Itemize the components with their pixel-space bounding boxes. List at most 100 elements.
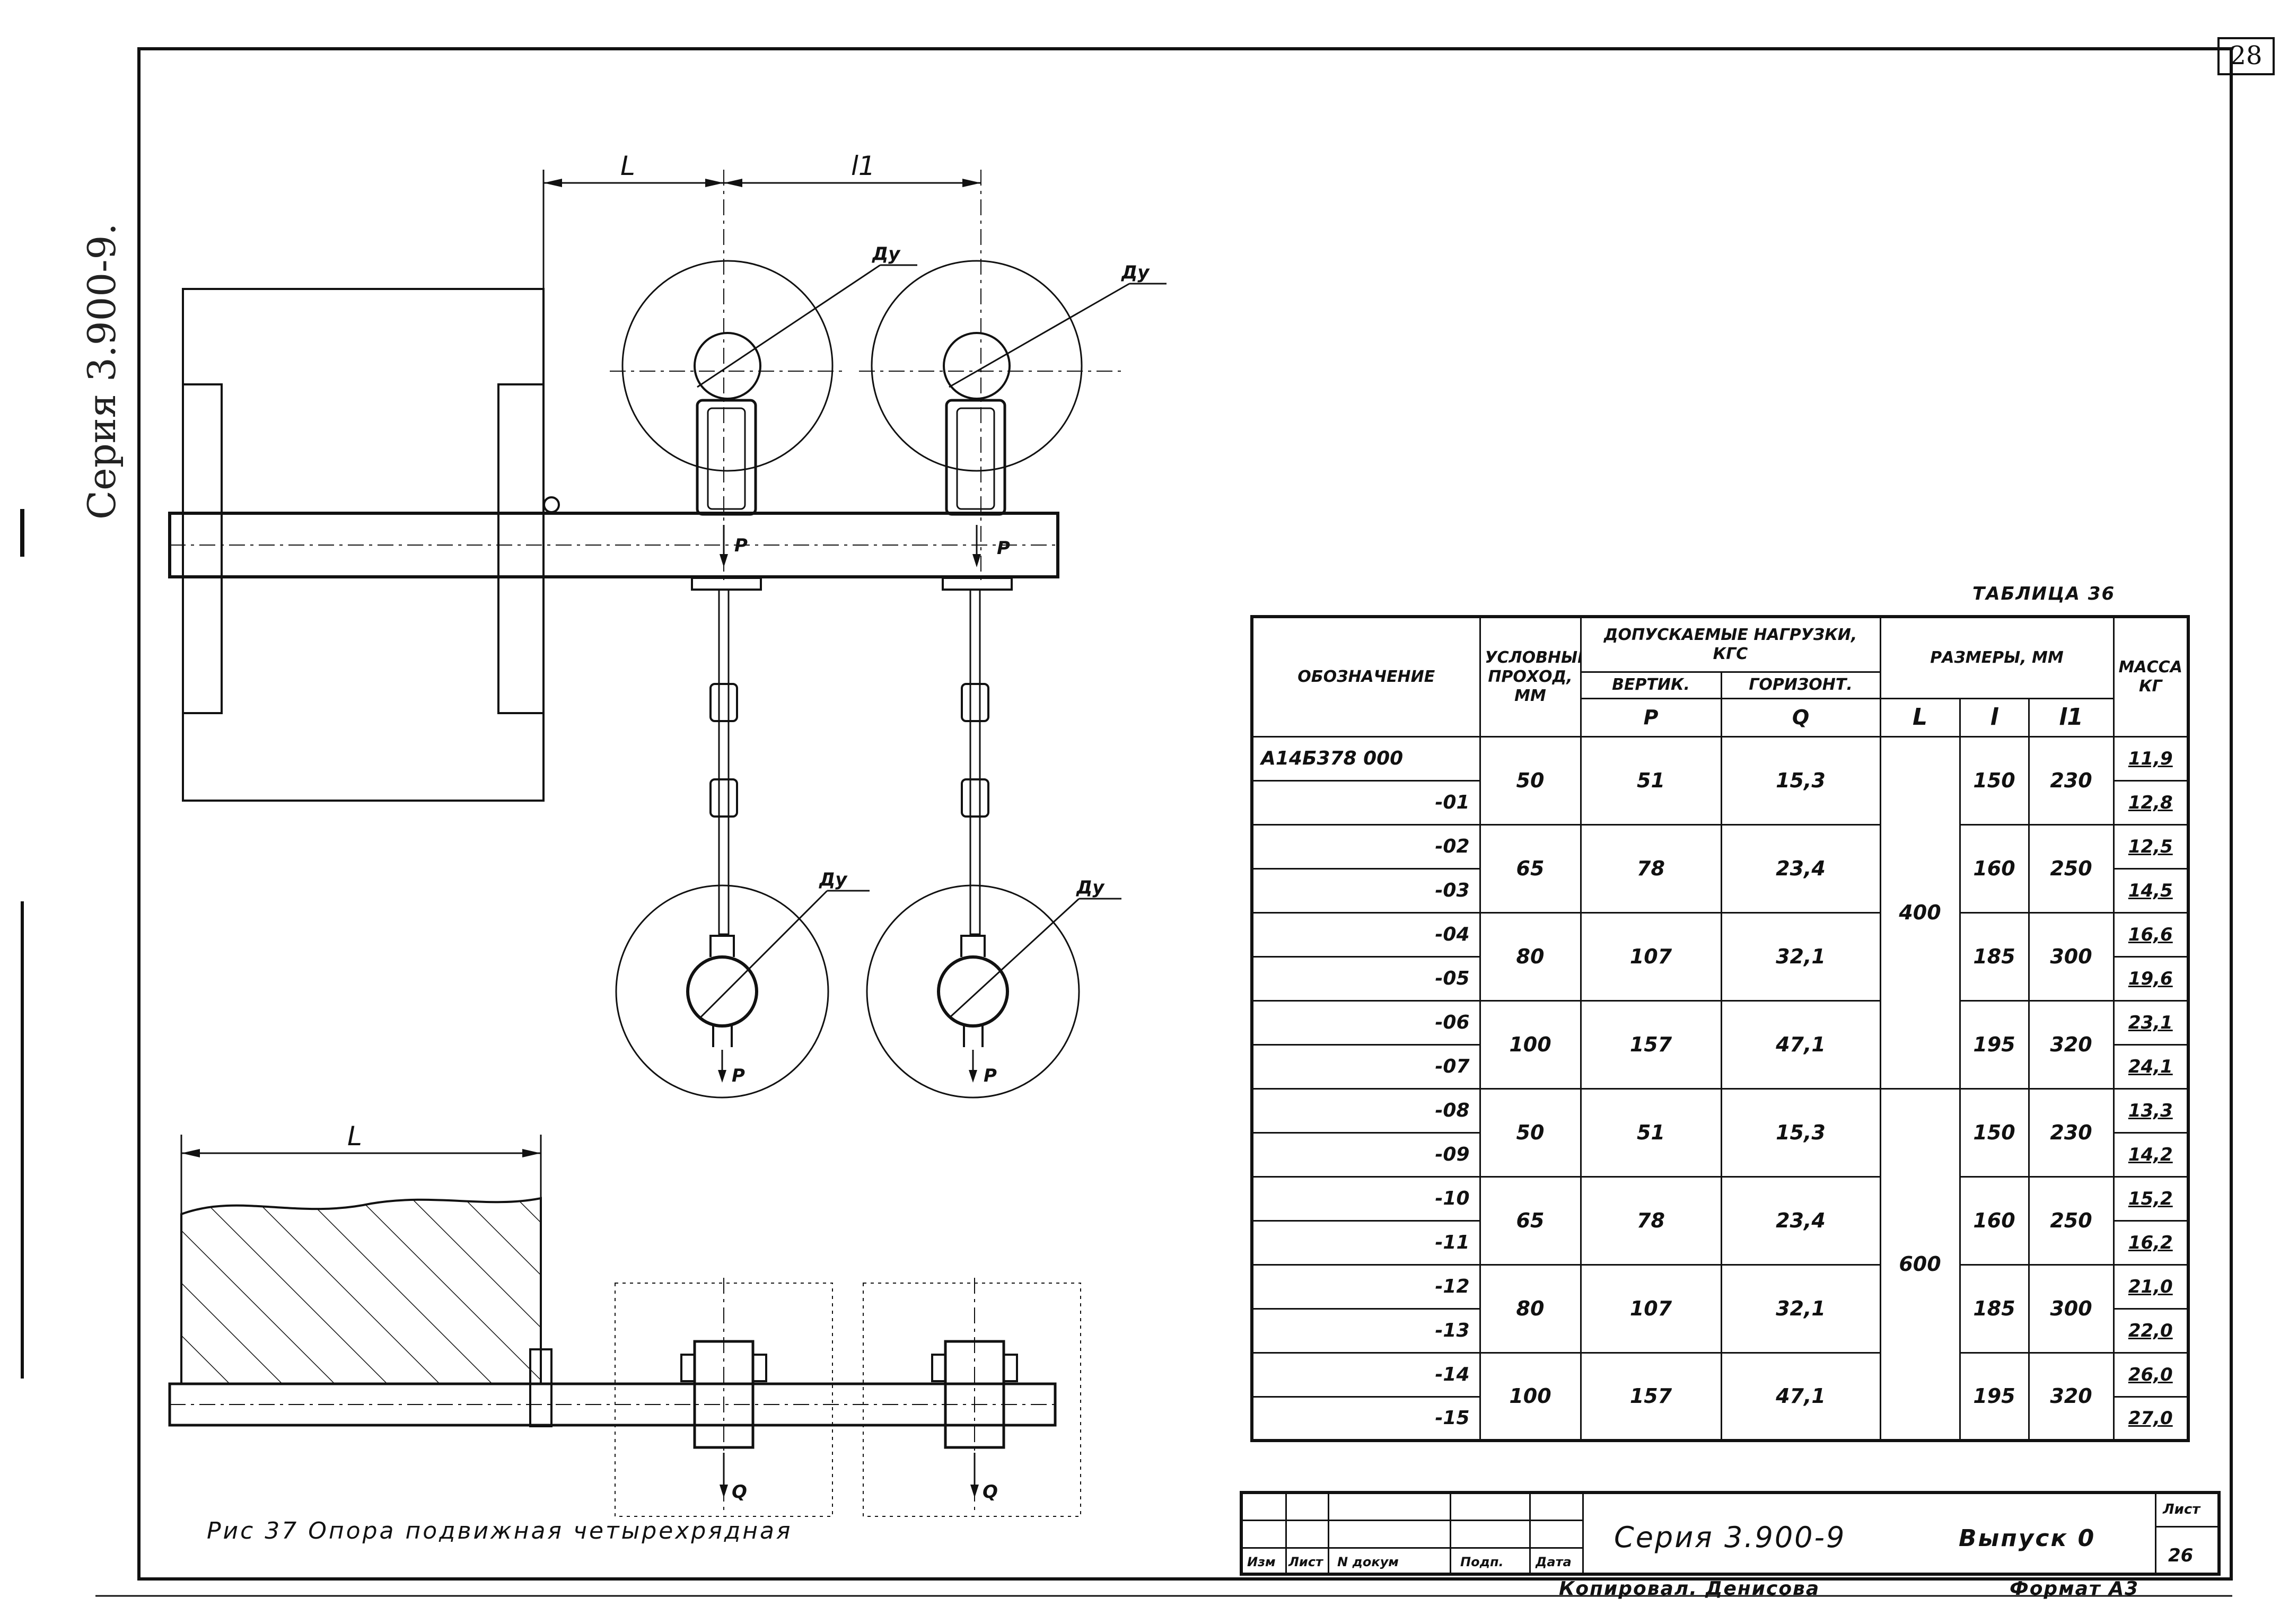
cell-designation: -09 (1251, 1131, 1481, 1178)
cell-mass: 12,5 (2112, 823, 2189, 870)
cell-mass: 24,1 (2112, 1043, 2189, 1090)
leader-Dy (949, 283, 1130, 388)
cell-load-vertical: 107 (1580, 1263, 1722, 1354)
arrowhead (718, 1070, 726, 1083)
header-l1: l1 (2028, 697, 2115, 738)
dim-label-L: L (620, 151, 635, 181)
title-block-col-label: Изм (1247, 1555, 1276, 1569)
hanger-link (961, 778, 989, 818)
cell-nominal-bore: 65 (1479, 1175, 1582, 1266)
hanger-link (709, 778, 738, 818)
spec-table: ОБОЗНАЧЕНИЕ УСЛОВНЫЙ ПРОХОД, ММ ДОПУСКАЕ… (1250, 615, 2190, 1442)
title-block-col-label: Лист (1288, 1555, 1323, 1569)
cell-dim-L: 400 (1879, 735, 1961, 1090)
title-block-sheet-label: Лист (2163, 1502, 2200, 1517)
cell-load-horizontal: 23,4 (1720, 1175, 1881, 1266)
dim-label-l1: l1 (851, 151, 875, 181)
cell-designation: -01 (1251, 779, 1481, 826)
dim-arrow (522, 1149, 541, 1157)
label-Dy: Ду (1076, 877, 1105, 898)
cell-load-vertical: 107 (1580, 911, 1722, 1002)
cell-designation: -14 (1251, 1351, 1481, 1398)
cell-dim-l1: 300 (2028, 1263, 2115, 1354)
label-Q: Q (983, 1481, 998, 1503)
pipe-insulation-lower-left (615, 884, 829, 1099)
cell-mass: 16,6 (2112, 911, 2189, 958)
leader-Dy (699, 890, 828, 1019)
dim-arrow (962, 179, 981, 187)
arrowhead (720, 554, 728, 567)
table-row: -01 12,8 (1251, 779, 2189, 826)
table-caption: ТАБЛИЦА 36 (1972, 583, 2116, 604)
cell-nominal-bore: 50 (1479, 1087, 1582, 1178)
header-mass: МАССА КГ (2112, 616, 2189, 738)
cell-designation: -11 (1251, 1219, 1481, 1266)
cell-dim-l: 160 (1959, 1175, 2030, 1266)
header-L: L (1879, 697, 1961, 738)
dim-arrow (705, 179, 724, 187)
title-block: Изм Лист N докум Подп. Дата Серия 3.900-… (1240, 1491, 2221, 1576)
cell-dim-l: 150 (1959, 1087, 2030, 1178)
copied-by: Копировал. Денисова (1559, 1578, 1820, 1600)
pipe-clamp-lower (960, 935, 986, 1047)
header-designation: ОБОЗНАЧЕНИЕ (1251, 616, 1481, 738)
cell-dim-l1: 320 (2028, 1351, 2115, 1442)
cell-dim-l: 185 (1959, 1263, 2030, 1354)
plan-pipe-zone-right (863, 1283, 1081, 1517)
header-horizontal: ГОРИЗОНТ. (1720, 671, 1881, 699)
pipe-clamp-lower (709, 935, 735, 1047)
cell-load-horizontal: 15,3 (1720, 1087, 1881, 1178)
pipe-upper-left (694, 332, 761, 400)
title-block-series: Серия 3.900-9 (1614, 1521, 1846, 1554)
cell-load-vertical: 157 (1580, 999, 1722, 1090)
cell-mass: 26,0 (2112, 1351, 2189, 1398)
table-row: -15 27,0 (1251, 1395, 2189, 1442)
plan-slide-block-ear (680, 1354, 696, 1382)
cell-dim-l: 195 (1959, 1351, 2030, 1442)
cell-nominal-bore: 80 (1479, 911, 1582, 1002)
hanger-rod (969, 589, 981, 935)
cell-designation: -04 (1251, 911, 1481, 958)
hanger-link (961, 683, 989, 722)
header-P: Р (1580, 697, 1722, 738)
cell-mass: 12,8 (2112, 779, 2189, 826)
cell-mass: 21,0 (2112, 1263, 2189, 1310)
label-P: Р (984, 1065, 997, 1086)
cell-mass: 22,0 (2112, 1307, 2189, 1354)
header-mass-line: КГ (2138, 677, 2162, 696)
plan-slide-block (944, 1340, 1005, 1449)
figure-caption: Рис 37 Опора подвижная четырехрядная (207, 1517, 793, 1544)
pipe-insulation-upper-left (621, 260, 834, 472)
plan-slide-block-ear (931, 1354, 946, 1382)
cell-mass: 16,2 (2112, 1219, 2189, 1266)
pipe-clamp-inner (707, 407, 746, 510)
header-mass-line: МАССА (2118, 657, 2182, 677)
cell-mass: 27,0 (2112, 1395, 2189, 1442)
hanger-rod (718, 589, 730, 935)
pipe-upper-right (943, 332, 1011, 400)
cell-nominal-bore: 100 (1479, 999, 1582, 1090)
cell-load-vertical: 51 (1580, 735, 1722, 826)
cell-load-horizontal: 15,3 (1720, 735, 1881, 826)
cell-mass: 23,1 (2112, 999, 2189, 1046)
cell-designation: -07 (1251, 1043, 1481, 1090)
header-nominal-bore-line: УСЛОВНЫЙ (1485, 648, 1581, 667)
cell-load-horizontal: 47,1 (1720, 999, 1881, 1090)
label-Dy: Ду (872, 243, 901, 265)
header-nominal-bore-line: ПРОХОД, (1488, 667, 1573, 686)
cell-designation: -15 (1251, 1395, 1481, 1442)
cell-mass: 19,6 (2112, 955, 2189, 1002)
cell-designation: -10 (1251, 1175, 1481, 1222)
pipe-clamp-upper-right (945, 399, 1006, 516)
cell-designation: -02 (1251, 823, 1481, 870)
header-Q: Q (1720, 697, 1881, 738)
sheet-format: Формат А3 (2010, 1578, 2139, 1600)
header-l: l (1959, 697, 2030, 738)
cell-load-vertical: 51 (1580, 1087, 1722, 1178)
